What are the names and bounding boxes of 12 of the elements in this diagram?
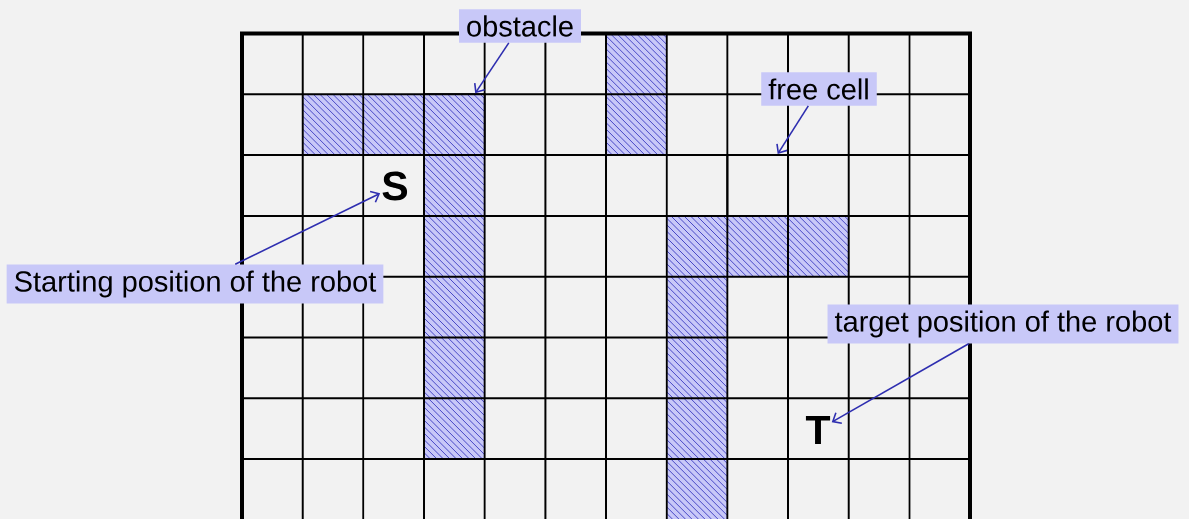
obstacle-cell <box>422 93 486 157</box>
callout-label: Starting position of the robot <box>6 264 384 304</box>
leader-arrow <box>234 190 381 266</box>
free-cell <box>726 154 790 217</box>
callout-label: target position of the robot <box>827 304 1179 344</box>
position-letter: T <box>805 415 831 445</box>
leader-arrow <box>776 105 810 155</box>
leader-arrow <box>473 42 510 94</box>
callout-label: obstacle <box>459 9 581 43</box>
leader-arrow <box>831 342 970 425</box>
position-letter: S <box>382 171 408 201</box>
callout-label: free cell <box>761 72 877 106</box>
